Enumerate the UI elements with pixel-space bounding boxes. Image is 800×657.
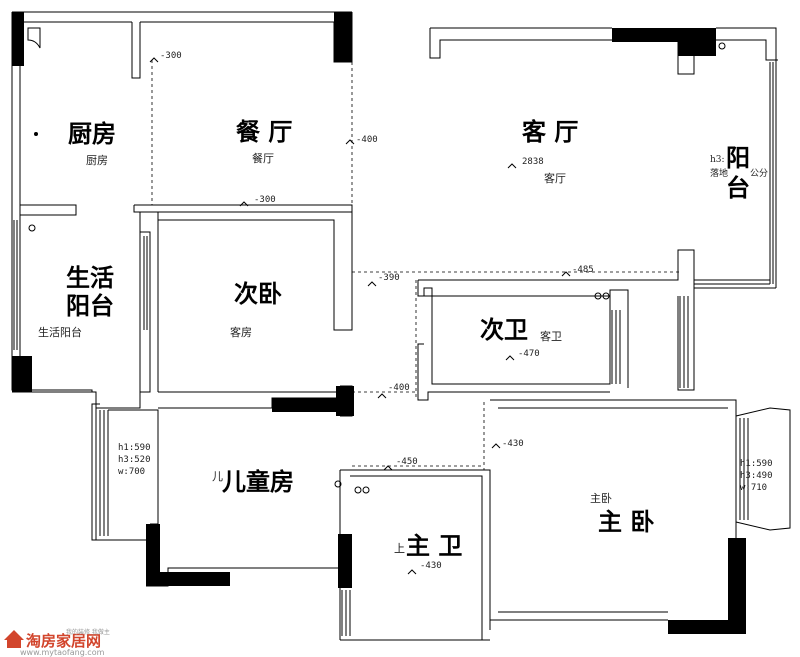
kitchen-dot (34, 132, 38, 136)
toilet-icon (354, 486, 362, 494)
dim-balcony-height: h3: (710, 155, 725, 165)
second-bedroom-label: 客房 (230, 325, 252, 339)
dim-master-bath-top: -450 (396, 457, 418, 467)
master-bedroom-title: 主 卧 (598, 508, 654, 536)
utility-title-2: 阳台 (66, 292, 114, 320)
second-bedroom-title: 次卧 (234, 280, 282, 308)
right-window-h3: h3:490 (740, 471, 773, 481)
watermark-tagline: 我的装修 我做主 (66, 628, 110, 636)
dim-corridor-left: -390 (378, 273, 400, 283)
second-bath-title: 次卫 (480, 316, 528, 344)
dim-master-bath-bottom: -430 (420, 561, 442, 571)
outlet-icon (718, 42, 726, 50)
kids-room-label: 儿 (212, 470, 223, 483)
dim-master-top: -430 (502, 439, 524, 449)
pillars (12, 12, 746, 634)
living-title: 客 厅 (522, 118, 578, 146)
utility-label: 生活阳台 (38, 325, 82, 339)
master-bedroom-label: 主卧 (590, 492, 612, 505)
kitchen-corner-icon (27, 27, 41, 49)
balcony-label-2: 公分 (750, 168, 768, 179)
left-window-w: w:700 (118, 467, 145, 477)
living-label: 客厅 (544, 171, 566, 185)
dimension-markers (149, 57, 571, 575)
dim-corridor-lower: -400 (388, 383, 410, 393)
kitchen-label: 厨房 (86, 154, 108, 167)
dim-second-bath: -470 (518, 349, 540, 359)
watermark-url: www.mytaofang.com (20, 648, 105, 657)
watermark-logo: 淘房家居网 我的装修 我做主 www.mytaofang.com (4, 628, 110, 657)
kids-room-title: 儿童房 (222, 468, 294, 496)
second-bath-label: 客卫 (540, 329, 562, 343)
dining-label: 餐厅 (252, 151, 274, 165)
master-bath-label: 上 (394, 542, 405, 555)
sink-icon (594, 292, 602, 300)
dim-corridor-right: -485 (572, 265, 594, 275)
dim-dining-bottom: -300 (254, 195, 276, 205)
dining-title: 餐 厅 (236, 118, 292, 146)
right-window-h1: h1:590 (740, 459, 773, 469)
left-window-h1: h1:590 (118, 443, 151, 453)
master-bath-title: 主 卫 (406, 532, 462, 560)
dim-dining-right: -400 (356, 135, 378, 145)
right-window-w: w:710 (740, 483, 767, 493)
drain-icon-2 (334, 480, 342, 488)
sink-icon-2 (602, 292, 610, 300)
toilet-icon-2 (362, 486, 370, 494)
drain-icon (28, 224, 36, 232)
balcony-title-2: 台 (726, 174, 750, 202)
balcony-label: 落地 (710, 167, 728, 179)
dim-dining-top: -300 (160, 51, 182, 61)
dashed-guides (151, 60, 680, 470)
left-window-h3: h3:520 (118, 455, 151, 465)
utility-title-1: 生活 (66, 264, 114, 292)
house-icon (4, 630, 24, 648)
balcony-title-1: 阳 (726, 144, 750, 172)
dim-living-center: 2838 (522, 157, 544, 167)
watermark-brand: 淘房家居网 (25, 632, 101, 650)
kitchen-title: 厨房 (68, 120, 116, 148)
